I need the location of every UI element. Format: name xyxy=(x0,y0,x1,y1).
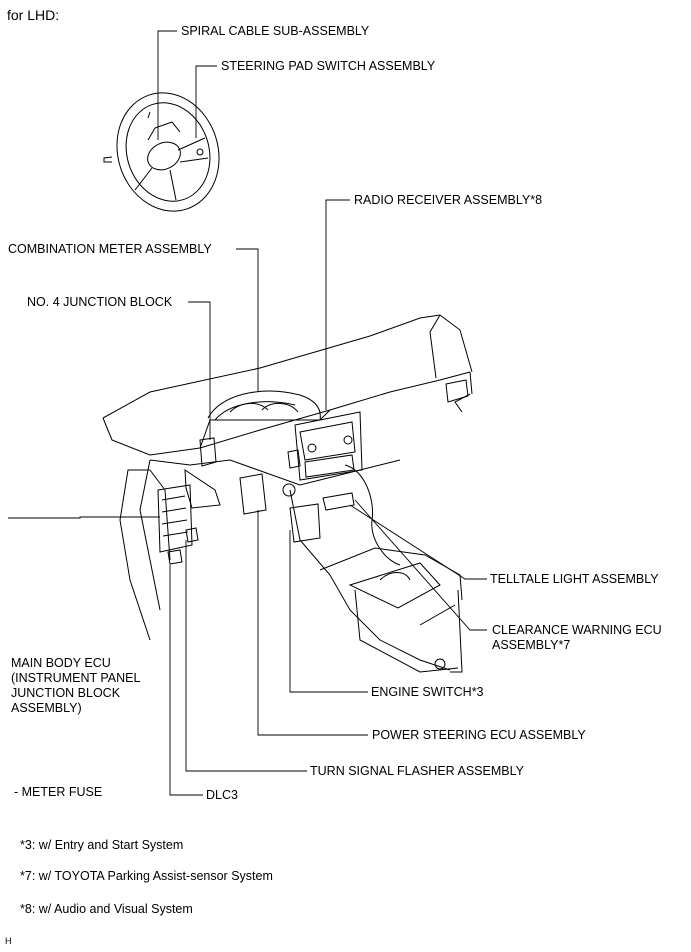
label-steering-pad-switch: STEERING PAD SWITCH ASSEMBLY xyxy=(221,59,436,73)
label-line: CLEARANCE WARNING ECU xyxy=(492,623,662,637)
page-header: for LHD: xyxy=(7,7,60,23)
footnote-7: *7: w/ TOYOTA Parking Assist-sensor Syst… xyxy=(20,869,273,883)
leader-lines xyxy=(8,30,487,796)
label-clearance-warning-ecu: CLEARANCE WARNING ECU ASSEMBLY*7 xyxy=(492,623,662,653)
footnote-3: *3: w/ Entry and Start System xyxy=(20,838,184,852)
steering-wheel-illustration xyxy=(103,92,220,212)
label-line: (INSTRUMENT PANEL xyxy=(11,671,141,685)
label-combination-meter: COMBINATION METER ASSEMBLY xyxy=(8,242,212,256)
instrument-panel-illustration xyxy=(102,314,473,673)
label-radio-receiver: RADIO RECEIVER ASSEMBLY*8 xyxy=(354,193,543,207)
label-turn-signal-flasher: TURN SIGNAL FLASHER ASSEMBLY xyxy=(310,764,524,778)
label-engine-switch: ENGINE SWITCH*3 xyxy=(371,685,484,699)
label-spiral-cable: SPIRAL CABLE SUB-ASSEMBLY xyxy=(181,24,370,38)
corner-mark: H xyxy=(5,936,12,946)
label-line: JUNCTION BLOCK xyxy=(11,686,121,700)
footnote-8: *8: w/ Audio and Visual System xyxy=(20,902,193,916)
label-no4-junction-block: NO. 4 JUNCTION BLOCK xyxy=(27,295,173,309)
label-line: ASSEMBLY) xyxy=(11,701,82,715)
label-main-body-ecu: MAIN BODY ECU (INSTRUMENT PANEL JUNCTION… xyxy=(11,656,140,716)
label-line: ASSEMBLY*7 xyxy=(492,638,571,652)
label-telltale-light: TELLTALE LIGHT ASSEMBLY xyxy=(490,572,659,586)
label-line: MAIN BODY ECU xyxy=(11,656,111,670)
label-dlc3: DLC3 xyxy=(206,788,238,802)
label-power-steering-ecu: POWER STEERING ECU ASSEMBLY xyxy=(372,728,586,742)
label-meter-fuse: - METER FUSE xyxy=(14,785,103,799)
